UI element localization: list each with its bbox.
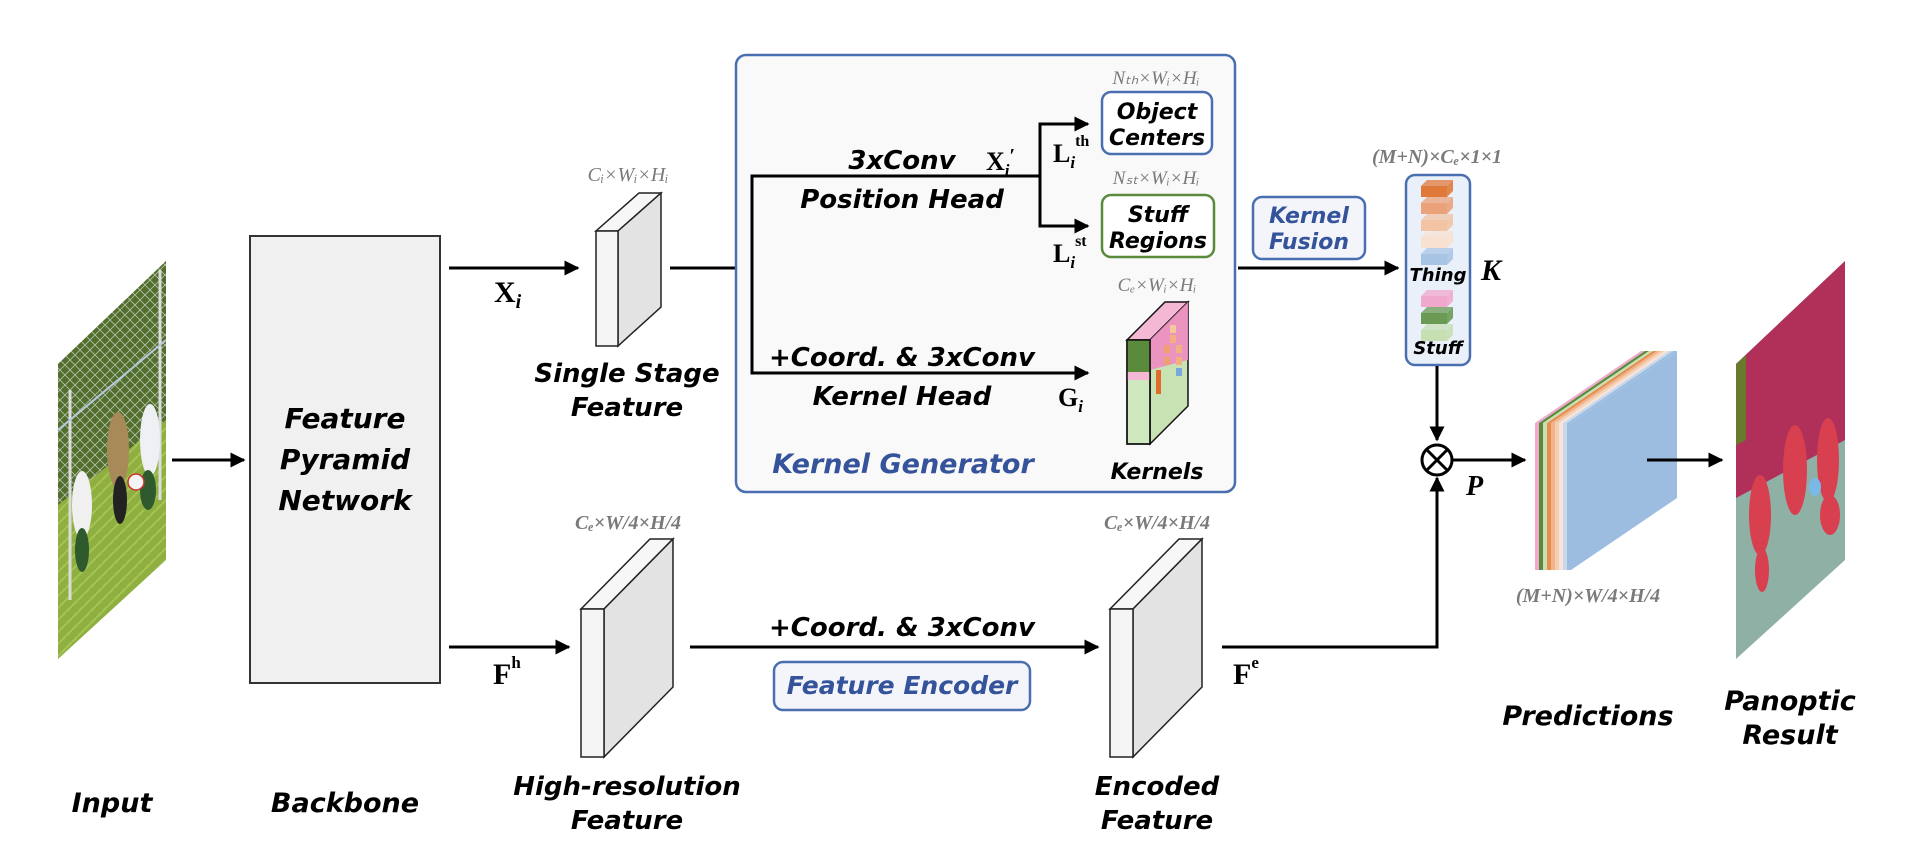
kernel-head-op: +Coord. & 3xConv bbox=[769, 343, 1036, 373]
gi-symbol: Gi bbox=[1058, 383, 1083, 416]
arrow-to-stuff-regions bbox=[1038, 176, 1090, 234]
stuff-regions-label-1: Stuff bbox=[1128, 203, 1191, 228]
fh-symbol: Fh bbox=[493, 653, 521, 691]
stuff-regions-label-2: Regions bbox=[1109, 229, 1207, 254]
kernel-fusion-label-2: Fusion bbox=[1269, 230, 1349, 255]
stuff-kernel-group bbox=[1421, 290, 1453, 341]
prediction-layer bbox=[1567, 423, 1571, 570]
stuff-kernel-brick bbox=[1421, 307, 1453, 324]
thing-kernel-brick bbox=[1421, 214, 1453, 231]
prediction-layer-top bbox=[1559, 351, 1669, 423]
fpn-label-3: Network bbox=[278, 484, 414, 517]
highres-dim: Cₑ×W/4×H/4 bbox=[575, 512, 681, 534]
thing-kernel-group bbox=[1421, 180, 1453, 265]
predictions-stack bbox=[1535, 351, 1677, 570]
fpn-label-1: Feature bbox=[285, 402, 406, 435]
stuff-kernel-brick bbox=[1421, 290, 1453, 307]
kernel-generator-title: Kernel Generator bbox=[772, 449, 1035, 480]
encoded-label-2: Feature bbox=[1101, 806, 1213, 836]
prediction-layer bbox=[1535, 423, 1539, 570]
prediction-layer-top bbox=[1547, 351, 1657, 423]
prediction-layer bbox=[1543, 423, 1547, 570]
single-stage-label-2: Feature bbox=[571, 393, 683, 423]
prediction-layer-top bbox=[1535, 351, 1645, 423]
predictions-dim: (M+N)×W/4×H/4 bbox=[1516, 585, 1660, 607]
prediction-layer bbox=[1559, 423, 1563, 570]
backbone-label: Backbone bbox=[271, 788, 419, 819]
thing-kernel-brick bbox=[1421, 248, 1453, 265]
encoded-feature-block bbox=[1108, 537, 1204, 759]
xi-prime-symbol: Xi′ bbox=[986, 145, 1015, 180]
fe-symbol: Fe bbox=[1233, 653, 1259, 691]
prediction-layer-top bbox=[1567, 351, 1677, 423]
kernel-fusion-label-1: Kernel bbox=[1269, 204, 1349, 229]
prediction-layer bbox=[1539, 423, 1543, 570]
thing-kernel-brick bbox=[1421, 180, 1453, 197]
input-label: Input bbox=[72, 788, 154, 819]
l-st-symbol: List bbox=[1053, 233, 1087, 272]
stuff-regions-box bbox=[1100, 193, 1216, 259]
position-head-line bbox=[750, 174, 1040, 268]
highres-feature-block bbox=[579, 537, 675, 759]
single-stage-label-1: Single Stage bbox=[534, 359, 719, 389]
thing-kernel-brick bbox=[1421, 231, 1453, 248]
thing-kernel-brick bbox=[1421, 197, 1453, 214]
object-centers-dim: Nₜₕ×Wᵢ×Hᵢ bbox=[1111, 68, 1199, 89]
prediction-layer-top bbox=[1543, 351, 1653, 423]
kernel-stack-dim: (M+N)×Cₑ×1×1 bbox=[1372, 146, 1502, 168]
single-stage-feature-block bbox=[594, 191, 663, 348]
kernel-head-label: Kernel Head bbox=[813, 382, 992, 412]
stuff-label: Stuff bbox=[1413, 338, 1464, 359]
fpn-box bbox=[249, 235, 441, 684]
fpn-label-2: Pyramid bbox=[280, 443, 411, 476]
prediction-layer-top bbox=[1539, 351, 1649, 423]
prediction-layer bbox=[1547, 423, 1551, 570]
panoptic-label-2: Result bbox=[1742, 720, 1838, 751]
prediction-layer-top bbox=[1555, 351, 1665, 423]
prediction-layer bbox=[1551, 423, 1555, 570]
arrow-fe-to-multiply bbox=[1222, 476, 1445, 649]
encoded-label-1: Encoded bbox=[1095, 772, 1220, 802]
prediction-layer bbox=[1563, 423, 1567, 570]
stuff-regions-dim: Nₛₜ×Wᵢ×Hᵢ bbox=[1112, 168, 1200, 189]
kernel-fusion-box bbox=[1251, 195, 1367, 261]
panoptic-label-1: Panoptic bbox=[1724, 686, 1856, 717]
position-head-op: 3xConv bbox=[848, 146, 956, 176]
highres-label-1: High-resolution bbox=[513, 772, 741, 802]
k-symbol: K bbox=[1480, 254, 1503, 287]
object-centers-label-2: Centers bbox=[1109, 126, 1205, 151]
panoptic-result-image bbox=[1736, 261, 1845, 659]
kernels-cube bbox=[1125, 300, 1190, 446]
prediction-layer bbox=[1555, 423, 1559, 570]
highres-label-2: Feature bbox=[571, 806, 683, 836]
kernels-label: Kernels bbox=[1111, 460, 1204, 485]
kernel-generator-panel bbox=[734, 53, 1237, 494]
prediction-layer-top bbox=[1563, 351, 1673, 423]
xi-symbol: Xi bbox=[494, 276, 522, 313]
thing-label: Thing bbox=[1410, 265, 1467, 286]
object-centers-box bbox=[1100, 90, 1214, 156]
predictions-label: Predictions bbox=[1502, 701, 1673, 732]
position-head-label: Position Head bbox=[800, 185, 1004, 215]
object-centers-label-1: Object bbox=[1117, 100, 1199, 125]
p-symbol: P bbox=[1465, 471, 1484, 502]
encoded-dim: Cₑ×W/4×H/4 bbox=[1104, 512, 1210, 534]
input-image bbox=[57, 261, 167, 659]
prediction-layer-side bbox=[1571, 351, 1677, 570]
kernel-head-arrow bbox=[750, 268, 1090, 381]
feature-encoder-op: +Coord. & 3xConv bbox=[769, 613, 1036, 643]
l-th-symbol: Lith bbox=[1053, 133, 1089, 172]
single-stage-dim: Cᵢ×Wᵢ×Hᵢ bbox=[588, 164, 669, 186]
feature-encoder-box bbox=[772, 660, 1032, 712]
kernels-dim: Cₑ×Wᵢ×Hᵢ bbox=[1118, 275, 1197, 296]
prediction-layer-top bbox=[1551, 351, 1661, 423]
arrow-to-object-centers bbox=[1038, 116, 1090, 176]
stuff-kernel-brick bbox=[1421, 324, 1453, 341]
feature-encoder-label: Feature Encoder bbox=[787, 671, 1019, 700]
